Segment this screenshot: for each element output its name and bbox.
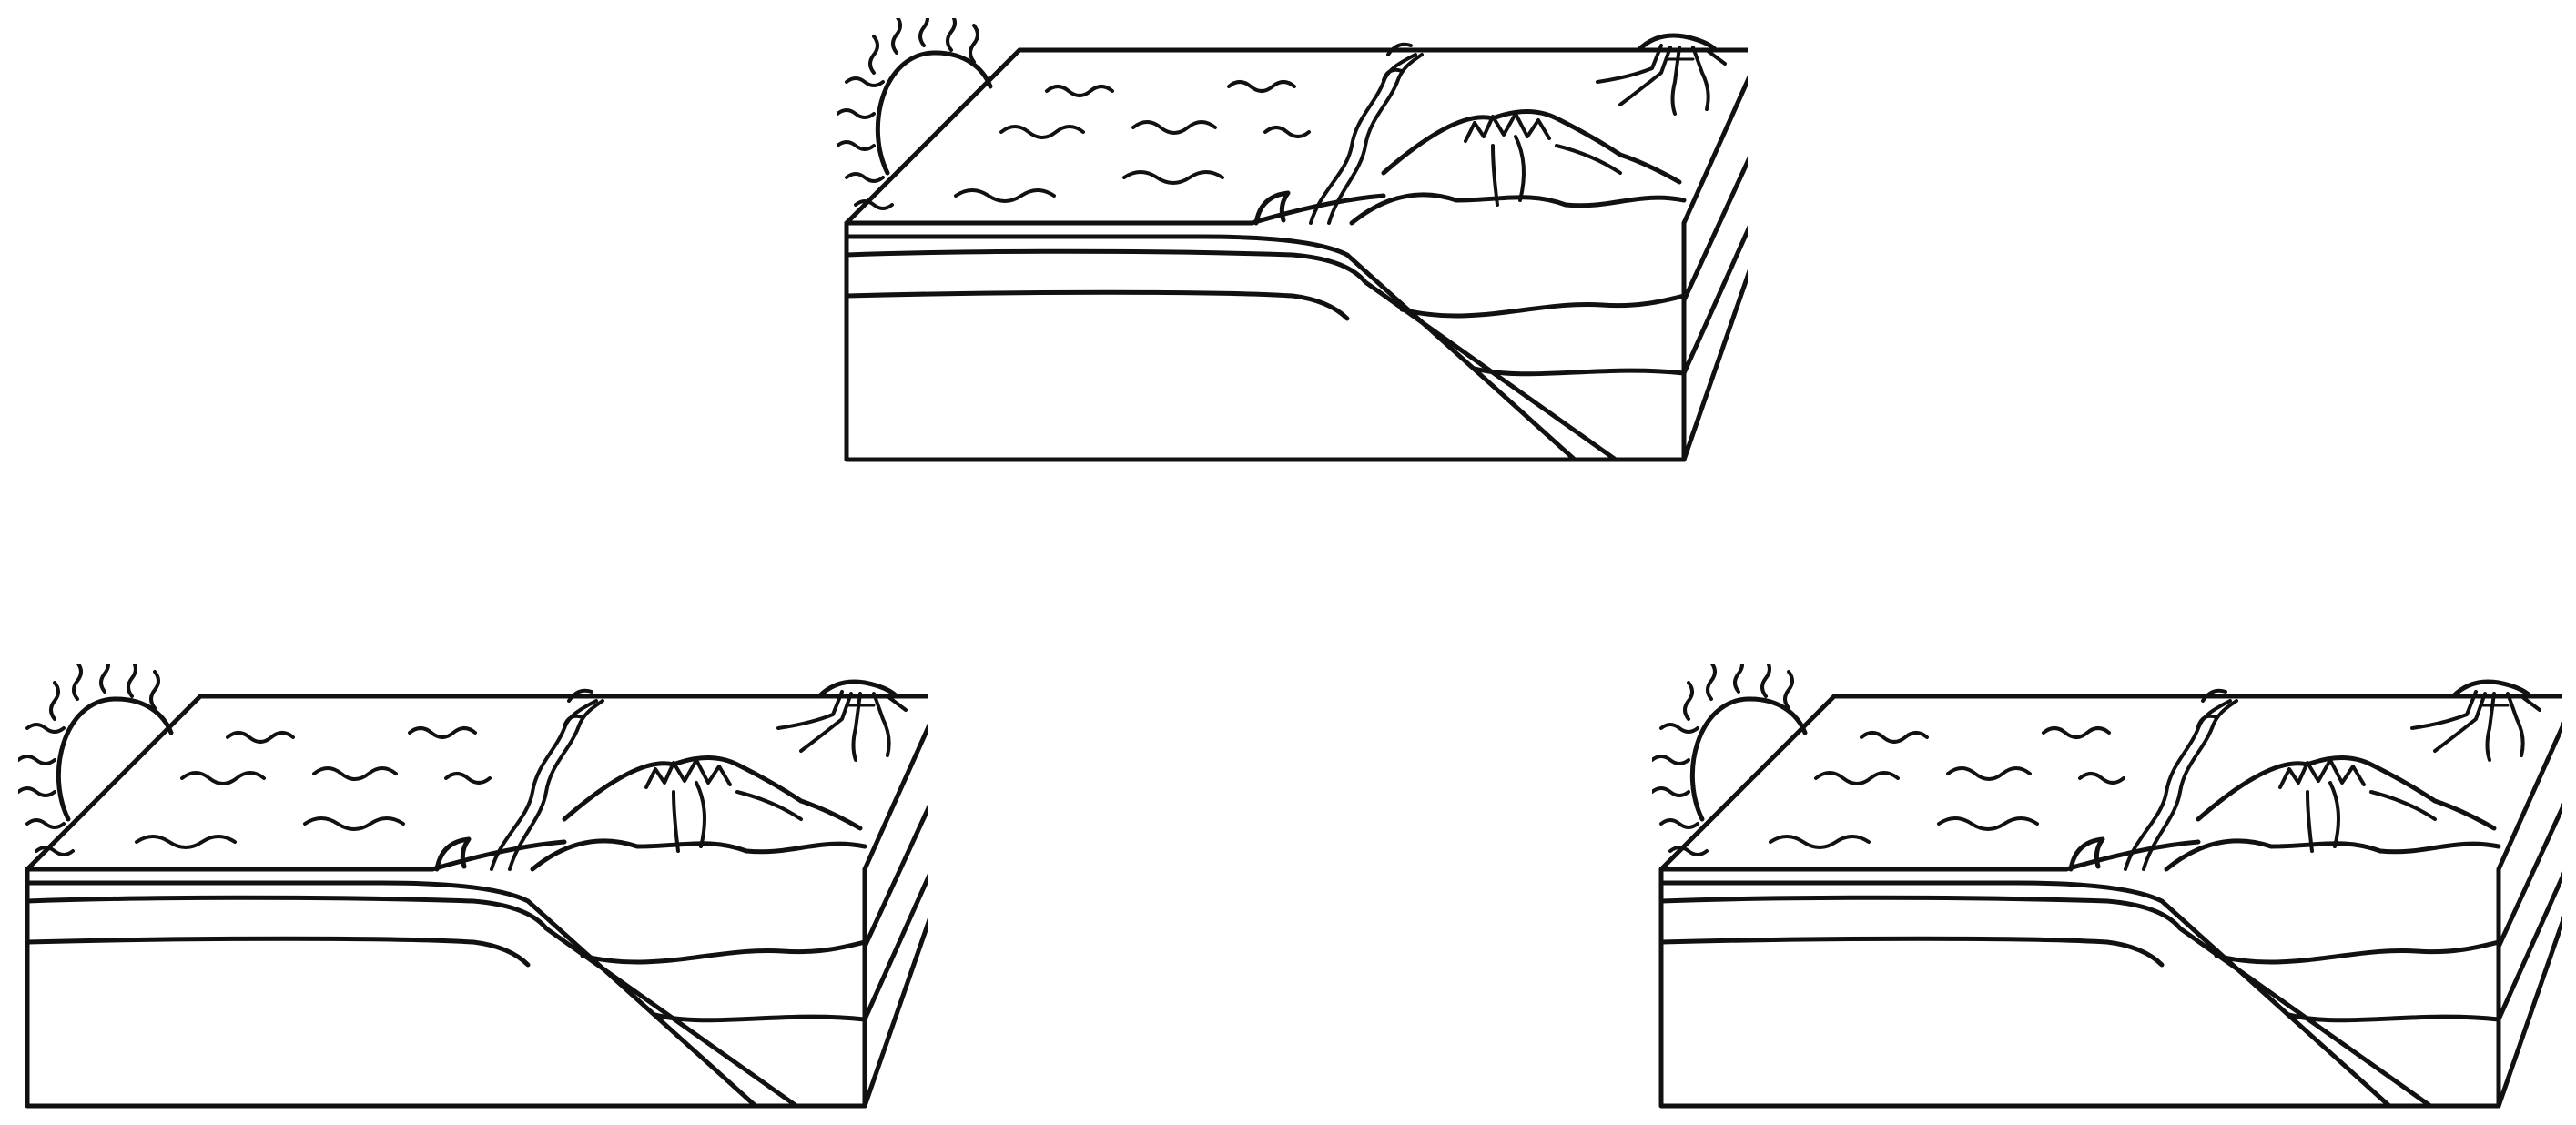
rock-layers — [1399, 293, 1687, 377]
ocean-waves — [1769, 726, 2125, 849]
mountain-range — [530, 755, 867, 872]
sun-icon — [837, 18, 993, 210]
block-side-face — [2496, 802, 2562, 1109]
volcano-icon — [776, 679, 908, 762]
block-diagram-bottom-right — [1652, 664, 2562, 1120]
block-diagram-bottom-left — [18, 664, 928, 1120]
block-side-face — [1681, 156, 1748, 462]
subducting-plate — [844, 193, 1618, 462]
volcano-icon — [1596, 33, 1727, 116]
subducting-plate — [1658, 839, 2433, 1109]
rock-layers — [2214, 939, 2501, 1023]
volcano-icon — [2410, 679, 2541, 762]
tsunami-wave-icon — [1253, 190, 1291, 226]
river — [490, 688, 604, 871]
ocean-waves — [135, 726, 492, 849]
block-front-face — [844, 220, 1687, 462]
tsunami-wave-icon — [434, 836, 472, 872]
block-front-face — [1658, 867, 2501, 1109]
block-diagram-top — [837, 18, 1748, 473]
rock-layers — [580, 939, 867, 1023]
block-side-face — [862, 802, 928, 1109]
mountain-range — [1349, 109, 1687, 226]
ocean-waves — [954, 80, 1311, 203]
river — [2124, 688, 2238, 871]
mountain-range — [2164, 755, 2501, 872]
sun-icon — [18, 664, 174, 856]
sun-icon — [1652, 664, 1808, 856]
subducting-plate — [25, 839, 799, 1109]
block-front-face — [25, 867, 867, 1109]
river — [1309, 42, 1424, 225]
tsunami-wave-icon — [2068, 836, 2105, 872]
